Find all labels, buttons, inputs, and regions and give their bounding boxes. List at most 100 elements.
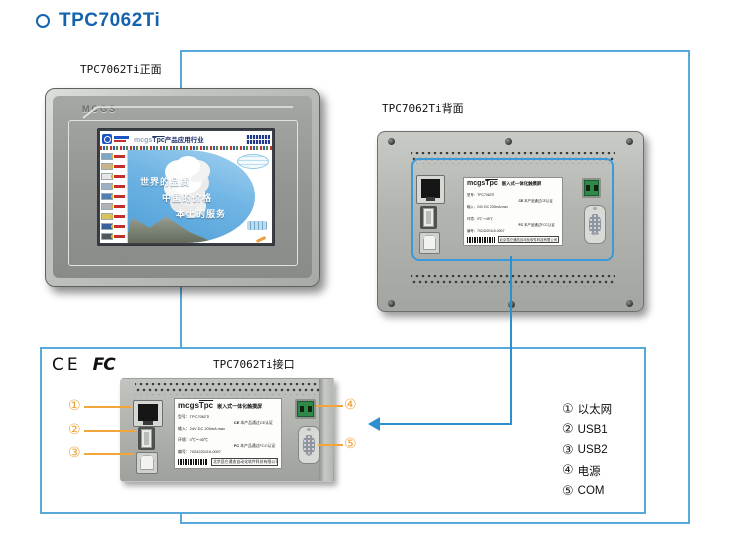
sidebar-thumb-row: [100, 171, 127, 181]
callout-line: [84, 453, 134, 455]
interface-closeup-device: mcgsTpc 嵌入式一体化触摸屏 型号：TPC7062Ti 输入：24V DC…: [120, 378, 334, 482]
screen-hero-area: 世界的品质 中国的价格 本土的服务: [128, 150, 272, 243]
back-view-label: TPC7062Ti背面: [382, 102, 464, 115]
screen-topbar: mcgsTpc产品应用行业: [100, 131, 272, 146]
vent-holes-top: [135, 383, 319, 395]
callout-3: ③: [68, 445, 81, 461]
usb1-port-back: [420, 206, 437, 229]
ce-cert-row: CE本产品通过CE认证: [518, 198, 553, 203]
label-row: 编号：7024220110-0007: [467, 228, 505, 233]
label-row: 型号：TPC7062Ti: [467, 192, 495, 197]
eruption-cloud: [176, 156, 200, 176]
screen-content: mcgsTpc产品应用行业: [100, 131, 272, 243]
device-spec-label-interface: mcgsTpc 嵌入式一体化触摸屏 型号：TPC7062Ti 输入：24V DC…: [174, 398, 282, 469]
callout-line: [84, 430, 136, 432]
front-bezel: MCGS mcgsTpc产品应用行业: [53, 96, 312, 278]
connector-line-horizontal: [379, 423, 512, 425]
label-row: 环境：0℃～45℃: [178, 437, 208, 443]
screw-icon: [626, 138, 633, 145]
ethernet-port-interface: [133, 400, 163, 427]
sidebar-thumb-row: [100, 151, 127, 161]
slogan-line: 世界的品质: [140, 177, 191, 187]
bezel-inner-frame: [68, 120, 298, 266]
label-row: 型号：TPC7062Ti: [178, 413, 210, 419]
page-title: TPC7062Ti: [36, 10, 160, 32]
screen-sidebar: [100, 150, 128, 243]
com-port-back: [584, 205, 606, 244]
fcc-cert-row: FC本产品通过FCC认证: [518, 222, 555, 227]
ce-mark-icon: CE: [52, 355, 81, 375]
slogan-line: 本土的服务: [176, 209, 227, 219]
power-connector-interface: [295, 399, 316, 419]
device-spec-label-back: mcgsTpc 嵌入式一体化触摸屏 型号：TPC7062Ti 输入：24V DC…: [463, 177, 563, 246]
fcc-cert-row: FC本产品通过FCC认证: [233, 443, 276, 449]
callout-5: ⑤: [344, 436, 357, 452]
vent-holes-bottom: [411, 275, 615, 287]
callout-line: [84, 406, 131, 408]
volcano-photo: 世界的品质 中国的价格 本土的服务: [128, 150, 255, 243]
label-row: 输入：24V DC 200mA max: [467, 204, 508, 209]
usb1-port-interface: [138, 427, 155, 450]
section-frame-outer: [180, 50, 690, 524]
touch-screen: mcgsTpc产品应用行业: [97, 128, 275, 246]
com-port-interface: [298, 426, 320, 464]
screw-icon: [388, 300, 395, 307]
connector-arrow-icon: [368, 417, 380, 431]
ethernet-port-back: [416, 175, 445, 204]
barcode-icon: [467, 236, 495, 243]
screen-navstrip: [100, 146, 272, 150]
kunlun-badge: [237, 154, 269, 169]
connector-line-vertical: [510, 256, 512, 424]
ce-cert-row: CE本产品通过CE认证: [233, 419, 273, 425]
device-edge-rim: [319, 379, 333, 481]
certification-marks: CE FC: [52, 355, 116, 375]
sidebar-thumb-row: [100, 211, 127, 221]
screw-icon: [505, 138, 512, 145]
screen-body: 世界的品质 中国的价格 本土的服务: [100, 150, 272, 243]
label-row: 编号：7024220110-0007: [178, 449, 221, 455]
sidebar-thumb-row: [100, 221, 127, 231]
screen-brand-title: mcgsTpc产品应用行业: [134, 137, 204, 144]
mcgs-bezel-logo: MCGS: [82, 104, 117, 114]
label-footer: 北京昆仑通态自动化软件科技有限公司: [497, 236, 559, 243]
sidebar-thumb-row: [100, 191, 127, 201]
barcode-icon: [178, 459, 208, 465]
kunlun-logo-icon: [102, 134, 112, 144]
port-area-highlight-box: [411, 158, 614, 261]
screw-icon: [388, 138, 395, 145]
callout-1: ①: [68, 398, 81, 414]
sidebar-thumb-row: [100, 181, 127, 191]
pencil-icon: [255, 235, 267, 242]
usb2-port-interface: [136, 452, 158, 474]
power-connector-back: [582, 178, 601, 198]
label-footer: 北京昆仑通态自动化软件科技有限公司: [211, 458, 278, 466]
slogan-line: 中国的价格: [162, 193, 213, 203]
callout-4: ④: [344, 397, 357, 413]
interface-view-label: TPC7062Ti接口: [213, 358, 295, 371]
help-button: [247, 221, 267, 230]
sidebar-thumb-row: [100, 161, 127, 171]
front-view-label: TPC7062Ti正面: [80, 63, 162, 76]
sidebar-thumb-row: [100, 231, 127, 241]
hotline-ribbons: [246, 134, 270, 144]
page-title-text: TPC7062Ti: [59, 10, 161, 31]
bezel-swoosh-line: [82, 106, 293, 119]
kunlun-logo-text: [114, 136, 129, 142]
bullet-circle-icon: [36, 14, 50, 28]
callout-line: [316, 405, 343, 407]
screw-icon: [626, 300, 633, 307]
fcc-mark-icon: FC: [92, 355, 116, 375]
callout-line: [318, 444, 343, 446]
usb2-port-back: [419, 232, 440, 254]
label-row: 环境：0℃～45℃: [467, 216, 494, 221]
label-row: 输入：24V DC 200mA max: [178, 425, 225, 431]
sidebar-thumb-row: [100, 201, 127, 211]
callout-2: ②: [68, 422, 81, 438]
